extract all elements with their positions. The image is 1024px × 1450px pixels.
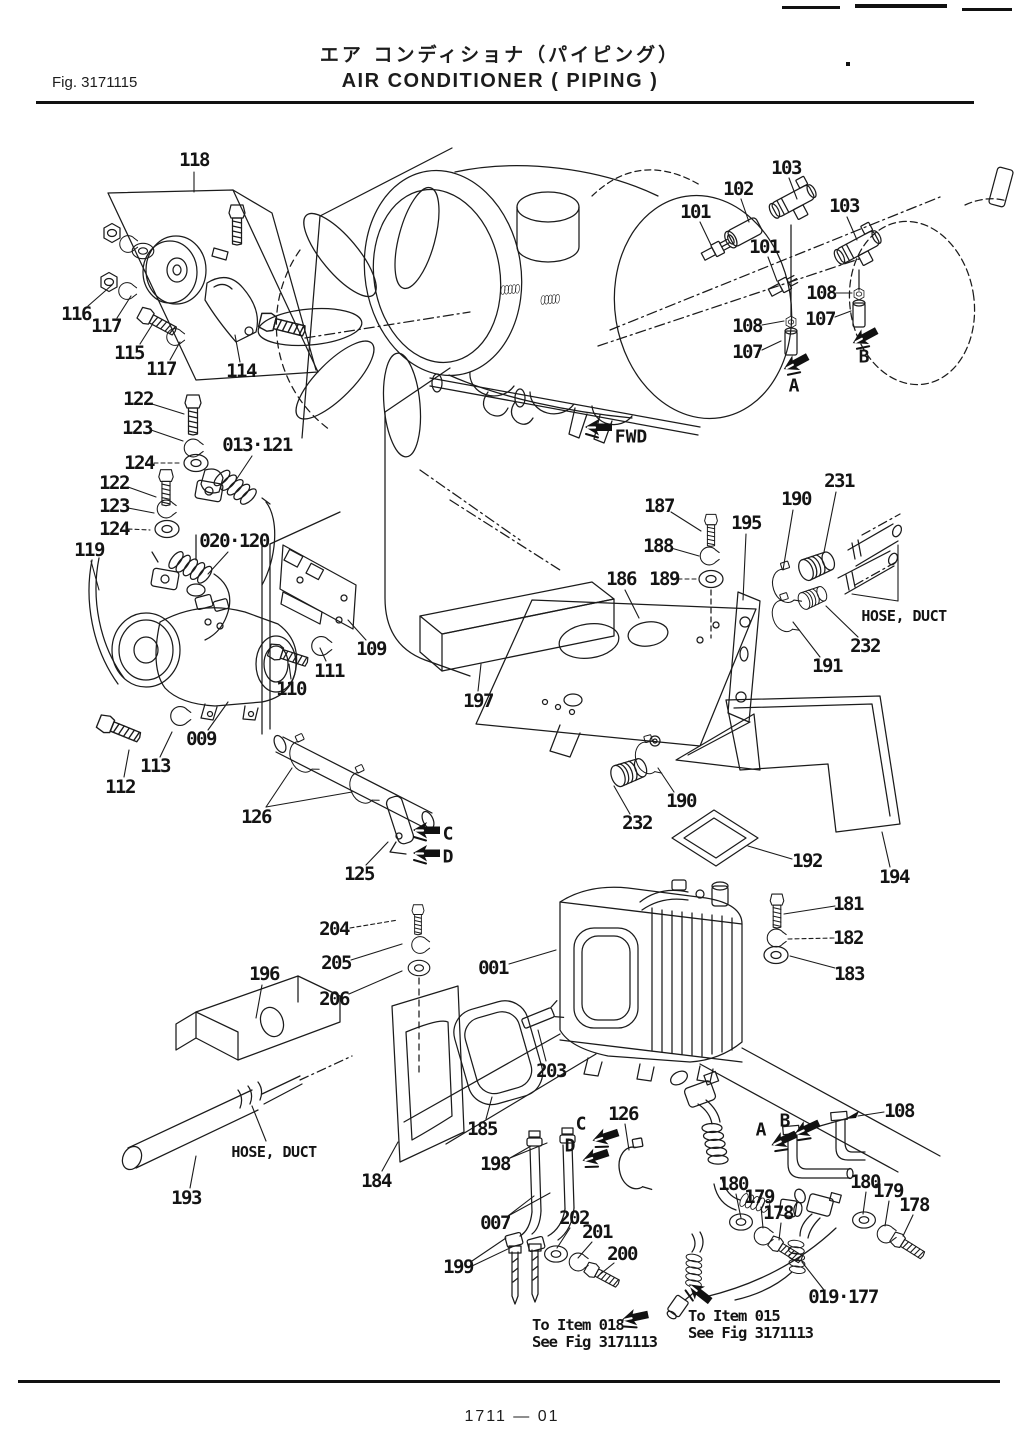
footer-rule	[18, 1380, 1000, 1383]
direction-arrows	[411, 322, 883, 1332]
scan-artifact	[782, 6, 840, 9]
panel-gasket-group	[607, 695, 901, 867]
compressor-group	[88, 511, 357, 747]
scan-artifact	[962, 8, 1012, 11]
pipe-fittings-group	[699, 173, 890, 356]
fan-blades	[257, 186, 440, 458]
bolt-stacks-group	[150, 394, 276, 641]
duct-hose-group	[121, 975, 544, 1171]
main-unit-group	[403, 879, 941, 1173]
marker-d-arrow-icon	[578, 1143, 613, 1172]
marker-c-arrow-icon	[588, 1123, 623, 1152]
marker-b-arrow-icon	[789, 1114, 825, 1145]
bottom-piping-group	[504, 1070, 928, 1320]
figure-number: Fig. 3171115	[52, 74, 138, 91]
center-plates-group	[384, 367, 903, 758]
marker-d-arrow-icon	[411, 843, 442, 865]
page-title-english: AIR CONDITIONER ( PIPING )	[341, 70, 659, 92]
marker-c-arrow-icon	[411, 820, 442, 842]
page-code: 1711 — 01	[464, 1408, 560, 1425]
tension-pulley-group	[100, 189, 319, 381]
engine-assembly	[301, 147, 1014, 444]
scan-artifact	[855, 4, 947, 8]
pipe-clamp-group	[273, 732, 435, 855]
scan-artifact	[846, 62, 850, 66]
header-rule	[36, 101, 974, 104]
leader-lines	[87, 171, 914, 1291]
marker-a-arrow-icon	[766, 1125, 802, 1156]
to-item-018-arrow-icon	[618, 1305, 652, 1332]
page-title-japanese: エア コンディショナ（パイピング）	[319, 44, 681, 66]
